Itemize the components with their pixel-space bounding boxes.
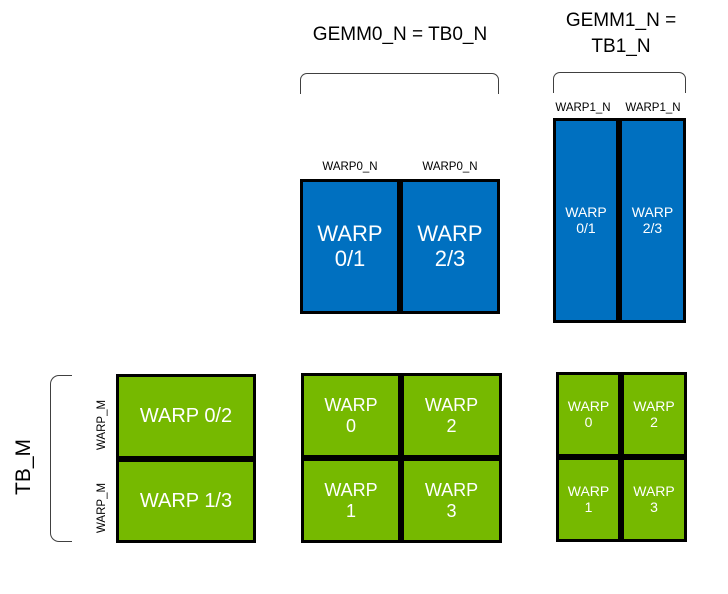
warp-m-label-bottom: WARP_M (96, 482, 108, 533)
middle-green-cell-1-1[interactable]: WARP 3 (401, 458, 502, 543)
middle-blue-cell-1[interactable]: WARP 2/3 (400, 179, 500, 314)
gemm0-title: GEMM0_N = TB0_N (312, 24, 488, 45)
right-blue-group: WARP 0/1 WARP 2/3 (553, 118, 686, 323)
warp1-n-label-right: WARP1_N (625, 102, 681, 114)
right-blue-cell-1[interactable]: WARP 2/3 (619, 118, 686, 323)
right-blue-cell-0[interactable]: WARP 0/1 (553, 118, 619, 323)
middle-green-cell-1-0[interactable]: WARP 1 (301, 458, 401, 543)
left-green-group: WARP 0/2 WARP 1/3 (116, 374, 256, 543)
warp-m-label-top: WARP_M (96, 399, 108, 450)
right-green-cell-1-1[interactable]: WARP 3 (621, 457, 687, 542)
gemm1-title: GEMM1_N = TB1_N (565, 10, 677, 57)
left-green-cell-1[interactable]: WARP 1/3 (116, 459, 256, 543)
middle-green-cell-0-1[interactable]: WARP 2 (401, 373, 502, 458)
right-green-cell-1-0[interactable]: WARP 1 (556, 457, 621, 542)
warp1-n-label-left: WARP1_N (555, 102, 611, 114)
middle-green-cell-0-0[interactable]: WARP 0 (301, 373, 401, 458)
right-green-cell-0-0[interactable]: WARP 0 (556, 372, 621, 457)
tb-m-brace (50, 375, 72, 542)
gemm0-brace (300, 73, 499, 94)
left-green-cell-0[interactable]: WARP 0/2 (116, 374, 256, 459)
gemm1-brace (553, 72, 686, 93)
middle-blue-cell-0[interactable]: WARP 0/1 (300, 179, 400, 314)
tb-m-label: TB_M (12, 438, 35, 495)
right-green-group: WARP 0 WARP 2 WARP 1 WARP 3 (556, 372, 687, 542)
middle-blue-group: WARP 0/1 WARP 2/3 (300, 179, 500, 314)
warp0-n-label-left: WARP0_N (322, 161, 378, 173)
middle-green-group: WARP 0 WARP 2 WARP 1 WARP 3 (301, 373, 502, 543)
right-green-cell-0-1[interactable]: WARP 2 (621, 372, 687, 457)
warp0-n-label-right: WARP0_N (422, 161, 478, 173)
